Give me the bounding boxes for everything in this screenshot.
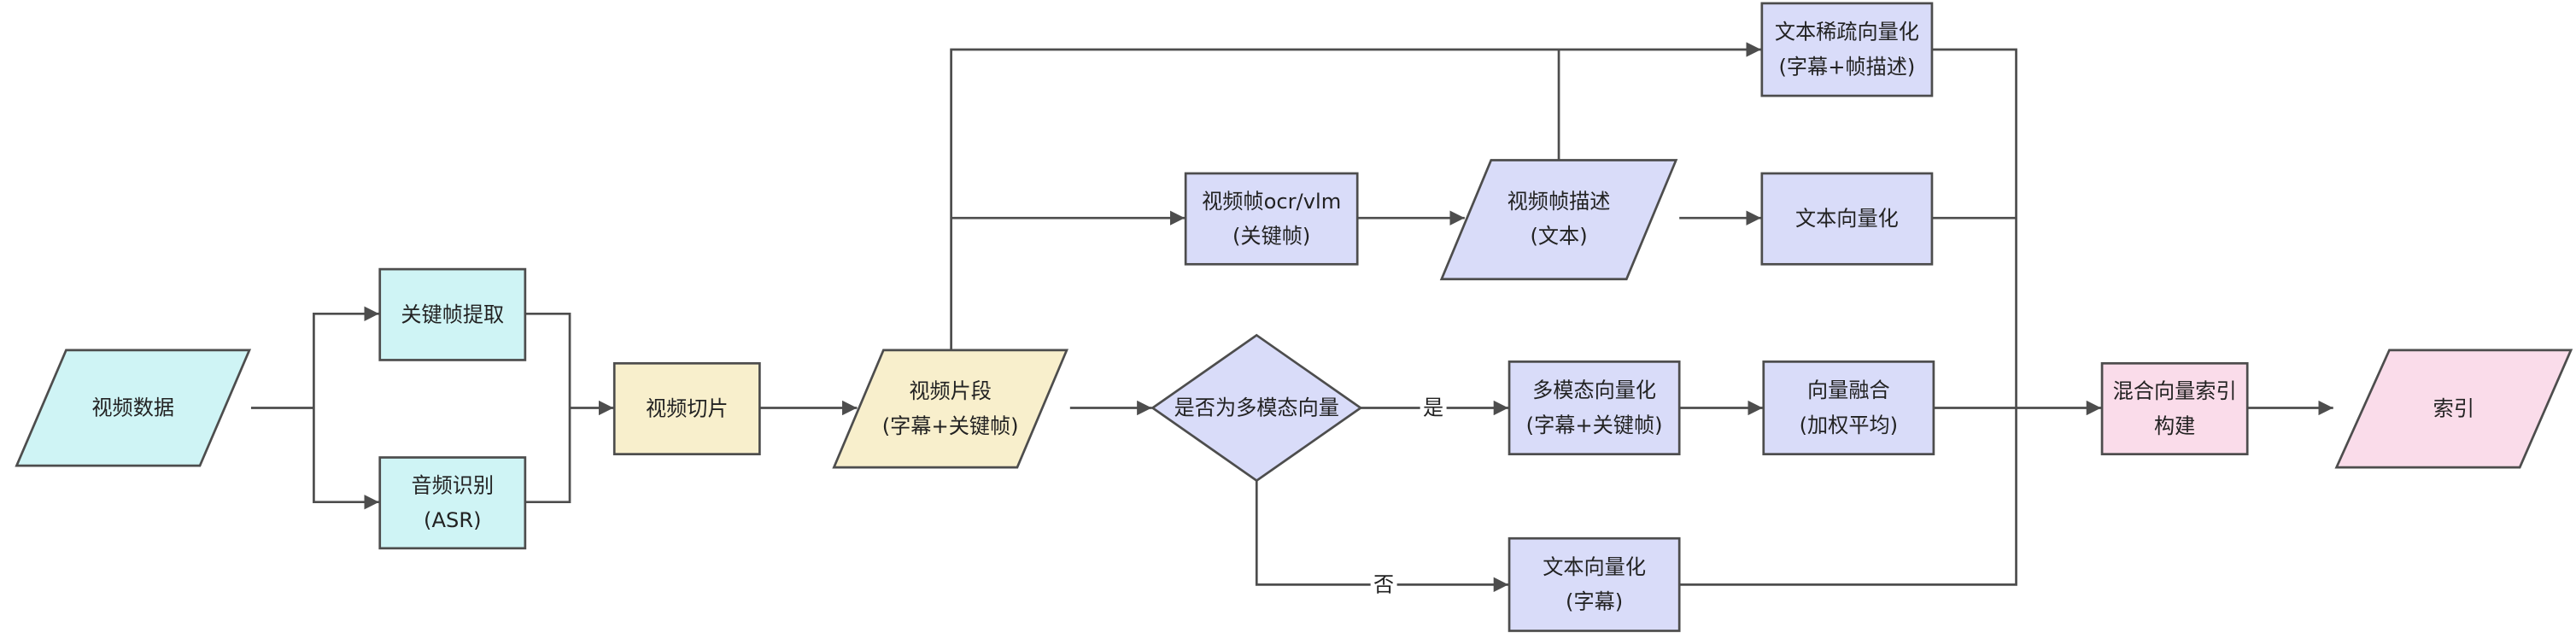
multimodal-vectorize-shape xyxy=(1508,360,1681,455)
video-slicing-shape xyxy=(612,361,761,455)
keyframe-extract-label: 关键帧提取 xyxy=(401,302,504,326)
index-label: 索引 xyxy=(2433,396,2474,420)
edges: 是 否 xyxy=(250,42,2333,598)
vector-fusion-shape xyxy=(1762,360,1935,455)
vector-fusion-label-line2: (加权平均) xyxy=(1800,413,1898,437)
text-sparse-vectorize-shape xyxy=(1760,2,1934,97)
node-audio-asr: 音频识别 (ASR) xyxy=(378,456,527,550)
node-video-data: 视频数据 xyxy=(15,349,252,467)
node-text-vectorize: 文本向量化 xyxy=(1760,172,1934,266)
text-vectorize-subtitle-label-line2: (字幕) xyxy=(1566,590,1623,614)
node-text-sparse-vectorize: 文本稀疏向量化 (字幕+帧描述) xyxy=(1760,2,1934,97)
edge-label-yes-bg xyxy=(1420,395,1447,421)
edge-label-no: 否 xyxy=(1370,571,1397,598)
video-data-label: 视频数据 xyxy=(91,396,174,420)
edge-to-audio-asr xyxy=(313,407,379,510)
node-multimodal-vectorize: 多模态向量化 (字幕+关键帧) xyxy=(1508,360,1681,455)
edge-segment-to-sparse-vectorize xyxy=(950,42,1761,350)
frame-description-label-line1: 视频帧描述 xyxy=(1508,190,1611,214)
hybrid-index-build-label-line1: 混合向量索引 xyxy=(2113,379,2237,403)
video-segment-label-line2: (字幕+关键帧) xyxy=(882,414,1019,438)
text-vectorize-label: 文本向量化 xyxy=(1795,207,1899,231)
audio-asr-label-line2: (ASR) xyxy=(424,508,481,532)
node-keyframe-extract: 关键帧提取 xyxy=(378,267,527,361)
node-video-segment: 视频片段 (字幕+关键帧) xyxy=(832,349,1068,469)
index-shape xyxy=(2334,349,2573,469)
edge-label-yes: 是 xyxy=(1420,395,1447,421)
node-vector-fusion: 向量融合 (加权平均) xyxy=(1762,360,1935,455)
audio-asr-label-line1: 音频识别 xyxy=(411,473,494,497)
text-vectorize-subtitle-label-line1: 文本向量化 xyxy=(1543,555,1646,579)
multimodal-vectorize-label-line1: 多模态向量化 xyxy=(1532,378,1656,402)
hybrid-index-build-label-line2: 构建 xyxy=(2154,414,2195,438)
node-text-vectorize-subtitle: 文本向量化 (字幕) xyxy=(1508,536,1681,632)
multimodal-vectorize-label-line2: (字幕+关键帧) xyxy=(1526,413,1663,437)
node-index: 索引 xyxy=(2334,349,2573,469)
frame-ocr-vlm-label-line1: 视频帧ocr/vlm xyxy=(1202,190,1341,214)
frame-description-label-line2: (文本) xyxy=(1530,224,1587,248)
video-data-shape xyxy=(15,349,252,467)
text-sparse-vectorize-label-line2: (字幕+帧描述) xyxy=(1778,55,1915,79)
video-slicing-label: 视频切片 xyxy=(646,396,729,420)
is-multimodal-label: 是否为多模态向量 xyxy=(1174,396,1339,420)
edge-collector-bus xyxy=(1679,48,2017,586)
node-is-multimodal-decision: 是否为多模态向量 xyxy=(1150,333,1363,483)
frame-description-shape xyxy=(1439,159,1678,281)
edge-label-no-bg xyxy=(1370,571,1397,598)
keyframe-extract-shape xyxy=(378,267,527,361)
edge-label-no-text: 否 xyxy=(1373,572,1394,596)
video-segment-shape xyxy=(832,349,1068,469)
text-sparse-vectorize-label-line1: 文本稀疏向量化 xyxy=(1775,21,1919,44)
node-frame-ocr-vlm: 视频帧ocr/vlm (关键帧) xyxy=(1184,172,1359,266)
frame-ocr-vlm-label-line2: (关键帧) xyxy=(1232,224,1310,248)
hybrid-index-build-shape xyxy=(2100,361,2249,455)
node-video-slicing: 视频切片 xyxy=(612,361,761,455)
text-vectorize-subtitle-shape xyxy=(1508,536,1681,632)
vector-fusion-label-line1: 向量融合 xyxy=(1807,378,1890,402)
nodes: 视频数据 关键帧提取 音频识别 (ASR) 视频切片 视频片段 (字幕+关键帧)… xyxy=(15,2,2573,632)
audio-asr-shape xyxy=(378,456,527,550)
edge-label-yes-text: 是 xyxy=(1423,396,1443,420)
node-hybrid-index-build: 混合向量索引 构建 xyxy=(2100,361,2249,455)
edge-keyframe-merge xyxy=(524,312,571,408)
edge-to-keyframe-extract xyxy=(313,306,379,408)
edge-decision-no xyxy=(1255,480,1509,593)
video-segment-label-line1: 视频片段 xyxy=(909,379,992,403)
frame-ocr-vlm-shape xyxy=(1184,172,1359,266)
node-frame-description: 视频帧描述 (文本) xyxy=(1439,159,1678,281)
text-vectorize-shape xyxy=(1760,172,1934,266)
is-multimodal-shape xyxy=(1150,333,1363,483)
edge-asr-merge xyxy=(524,407,571,504)
